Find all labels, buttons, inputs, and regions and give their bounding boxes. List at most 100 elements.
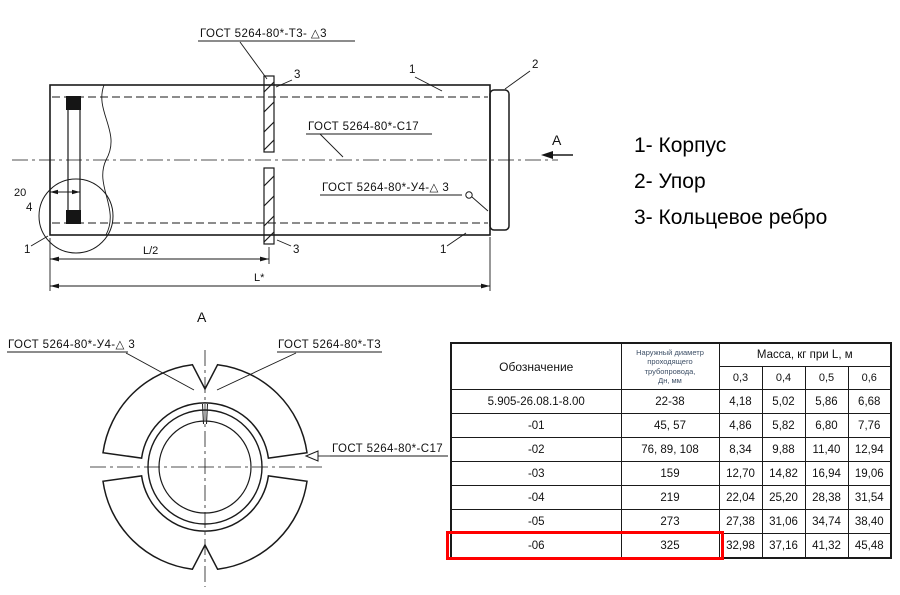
- cell-mass: 6,80: [804, 413, 849, 438]
- weld-label-c17-leader: [319, 133, 344, 158]
- cell-mass: 41,32: [804, 533, 849, 559]
- cell-mass: 4,86: [718, 413, 763, 438]
- cell-mass: 19,06: [847, 461, 892, 486]
- header-mass-03: 0,3: [718, 366, 763, 390]
- cell-mass: 6,68: [847, 389, 892, 414]
- cell-mass: 5,82: [761, 413, 806, 438]
- ring-rib-bottom: [263, 167, 275, 245]
- section-weld-label-c17: ГОСТ 5264-80*-С17: [332, 443, 443, 455]
- cell-mass: 28,38: [804, 485, 849, 510]
- header-mass: Масса, кг при L, м: [718, 342, 892, 367]
- cell-diameter: 325: [620, 533, 720, 559]
- end-stop-outline: [489, 89, 510, 231]
- cell-mass: 11,40: [804, 437, 849, 462]
- cell-diameter: 273: [620, 509, 720, 534]
- cell-mass: 5,02: [761, 389, 806, 414]
- weld-spot-top: [66, 96, 81, 110]
- section-weld-c17-arrow: [304, 450, 319, 462]
- callout-1-bottom-left: 1: [24, 244, 30, 256]
- seam-ticks: [202, 403, 208, 425]
- callout-1-top: 1: [409, 64, 415, 76]
- cell-designation: -05: [450, 509, 622, 534]
- cell-mass: 37,16: [761, 533, 806, 559]
- weld-spot-bottom: [66, 210, 81, 224]
- header-diameter: Наружный диаметр проходящего трубопровод…: [620, 342, 720, 390]
- cell-mass: 16,94: [804, 461, 849, 486]
- weld-label-c17: ГОСТ 5264-80*-С17: [308, 121, 419, 133]
- section-weld-u4-leader: [125, 352, 195, 391]
- ring-rib-top: [263, 75, 275, 153]
- cell-mass: 34,74: [804, 509, 849, 534]
- section-view: А ГОСТ 5264-80*-У4-△ 3 ГОСТ 5264-8: [7, 309, 448, 587]
- callout-3-bottom: 3: [293, 244, 299, 256]
- cell-mass: 31,54: [847, 485, 892, 510]
- detail-circle: [38, 178, 114, 254]
- spec-table: Обозначение Наружный диаметр проходящего…: [450, 342, 892, 559]
- legend-item-upor: 2- Упор: [634, 170, 706, 193]
- section-weld-label-u4: ГОСТ 5264-80*-У4-△ 3: [8, 339, 135, 351]
- table-row-6: -06 325 32,98 37,16 41,32 45,48: [450, 533, 892, 559]
- inner-wall-lines: [52, 96, 488, 224]
- table-row-3: -03 159 12,70 14,82 16,94 19,06: [450, 461, 892, 486]
- cell-mass: 45,48: [847, 533, 892, 559]
- table-row-1: -01 45, 57 4,86 5,82 6,80 7,76: [450, 413, 892, 438]
- header-mass-04: 0,4: [761, 366, 806, 390]
- cell-mass: 27,38: [718, 509, 763, 534]
- table-header-row-2: 0,3 0,4 0,5 0,6: [451, 366, 892, 390]
- section-view-title: А: [197, 309, 207, 325]
- cell-mass: 9,88: [761, 437, 806, 462]
- callout-1-top-leader: [414, 76, 443, 92]
- table-row-0: 5.905-26.08.1-8.00 22-38 4,18 5,02 5,86 …: [450, 389, 892, 414]
- callout-3-bottom-leader: [276, 239, 292, 247]
- header-mass-05: 0,5: [804, 366, 849, 390]
- cell-diameter: 22-38: [620, 389, 720, 414]
- dim-offset-20: [50, 185, 81, 199]
- cell-mass: 22,04: [718, 485, 763, 510]
- table-row-5: -05 273 27,38 31,06 34,74 38,40: [450, 509, 892, 534]
- cell-designation: -01: [450, 413, 622, 438]
- main-view: ГОСТ 5264-80*-Т3- △3 ГОСТ 5264-80*-С17 Г…: [12, 28, 573, 291]
- legend-item-rebro: 3- Кольцевое ребро: [634, 206, 828, 229]
- dim-full-length: [49, 237, 491, 291]
- weld-label-t3: ГОСТ 5264-80*-Т3- △3: [200, 28, 327, 40]
- cell-designation: -04: [450, 485, 622, 510]
- weld-label-u4-leader: [471, 196, 489, 212]
- dim-full-length-label: L*: [254, 272, 265, 284]
- cell-diameter: 159: [620, 461, 720, 486]
- callout-1-bottom-right: 1: [440, 244, 446, 256]
- callout-3-top: 3: [294, 69, 300, 81]
- cell-mass: 7,76: [847, 413, 892, 438]
- section-centerlines: [90, 350, 322, 587]
- cell-mass: 12,70: [718, 461, 763, 486]
- callout-3-top-leader: [275, 79, 293, 88]
- dim-offset-label: 20: [14, 187, 26, 199]
- cell-mass: 38,40: [847, 509, 892, 534]
- cell-mass: 8,34: [718, 437, 763, 462]
- section-arrow-label: А: [552, 132, 562, 148]
- section-arrow-head: [541, 151, 553, 159]
- table-header-row-1: Обозначение Наружный диаметр проходящего…: [450, 342, 892, 390]
- callout-2-leader: [504, 70, 531, 90]
- table-row-4: -04 219 22,04 25,20 28,38 31,54: [450, 485, 892, 510]
- cell-designation: -03: [450, 461, 622, 486]
- dim-half-length: [49, 238, 270, 264]
- cell-designation: -06: [450, 533, 622, 559]
- section-weld-t3-leader: [216, 352, 297, 391]
- dim-half-length-label: L/2: [143, 245, 158, 257]
- legend: 1- Корпус 2- Упор 3- Кольцевое ребро: [634, 128, 827, 236]
- cell-diameter: 76, 89, 108: [620, 437, 720, 462]
- callout-1-bottom-right-leader: [446, 232, 467, 247]
- cell-designation: 5.905-26.08.1-8.00: [450, 389, 622, 414]
- callout-2: 2: [532, 59, 538, 71]
- shell-bottom: [102, 475, 308, 571]
- weld-label-t3-leader: [239, 41, 268, 80]
- callout-4: 4: [26, 202, 33, 214]
- cell-diameter: 219: [620, 485, 720, 510]
- cell-mass: 4,18: [718, 389, 763, 414]
- legend-item-korpus: 1- Корпус: [634, 134, 727, 157]
- cell-mass: 5,86: [804, 389, 849, 414]
- cell-mass: 12,94: [847, 437, 892, 462]
- callout-1-bottom-left-leader: [30, 235, 49, 247]
